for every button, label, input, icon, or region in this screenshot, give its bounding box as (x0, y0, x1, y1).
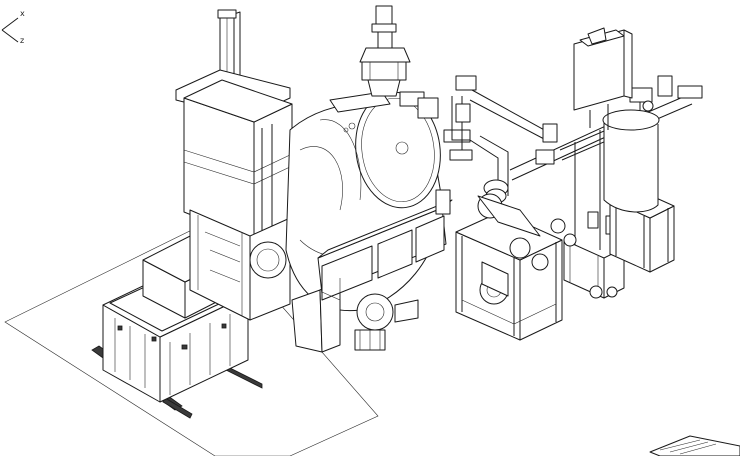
top-valve-stack[interactable] (359, 5, 411, 97)
navigation-corner-icon[interactable] (649, 435, 740, 456)
chamber-front-panels[interactable] (317, 199, 453, 301)
ucs-z-label: z (20, 36, 25, 45)
chamber-side-ports[interactable] (399, 91, 473, 215)
chamber-lid-assembly[interactable] (175, 69, 293, 321)
pump-skid-left[interactable] (455, 193, 563, 341)
ucs-x-label: x (20, 9, 25, 18)
storage-tank[interactable] (573, 27, 675, 273)
chamber-pump[interactable] (354, 293, 419, 351)
floor-plane (4, 221, 379, 456)
ucs-axis-icon (1, 17, 19, 43)
pump-skid-right[interactable] (550, 211, 625, 299)
coordinate-readout: 1515 (18, 0, 40, 3)
